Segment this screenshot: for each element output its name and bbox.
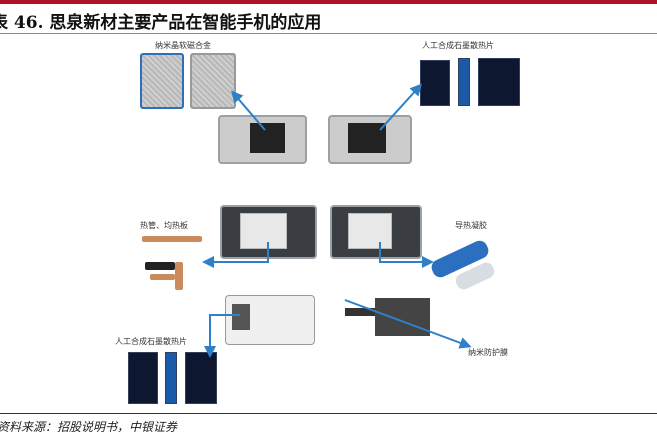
label-graphite-bottom: 人工合成石墨散热片 — [115, 337, 187, 346]
vapor-chamber — [145, 262, 175, 270]
label-thermal-gel: 导热凝胶 — [455, 221, 487, 230]
graphite-sheet — [458, 58, 470, 106]
arrow — [379, 83, 423, 131]
arrow — [379, 242, 434, 268]
arrow — [231, 90, 266, 131]
nanocrystal-card — [190, 53, 236, 109]
heat-pipe — [150, 274, 175, 280]
heat-pipe — [142, 236, 202, 242]
heat-pipe — [175, 262, 183, 290]
phone-frame — [218, 115, 307, 164]
source-note: 资料来源：招股说明书，中银证券 — [0, 420, 178, 434]
divider — [0, 413, 657, 414]
circuit-board — [345, 298, 430, 338]
label-graphite-top: 人工合成石墨散热片 — [422, 41, 494, 50]
graphite-sheet — [478, 58, 520, 106]
phone-frame — [225, 295, 315, 345]
top-accent-bar — [0, 0, 657, 4]
arrow — [204, 314, 240, 358]
graphite-sheet — [165, 352, 177, 404]
label-heat-pipe: 热管、均热板 — [140, 221, 188, 230]
arrow — [202, 242, 269, 268]
divider — [0, 33, 657, 34]
graphite-sheet — [420, 60, 450, 106]
figure-title: 表 46. 思泉新材主要产品在智能手机的应用 — [0, 13, 322, 33]
phone-battery-view — [330, 205, 422, 259]
graphite-sheet — [128, 352, 158, 404]
label-nano-film: 纳米防护膜 — [468, 348, 508, 357]
arrow — [344, 299, 472, 349]
nanocrystal-card — [140, 53, 184, 109]
graphite-sheet — [185, 352, 217, 404]
label-nanocrystal: 纳米晶软磁合金 — [155, 41, 211, 50]
phone-frame — [328, 115, 412, 164]
